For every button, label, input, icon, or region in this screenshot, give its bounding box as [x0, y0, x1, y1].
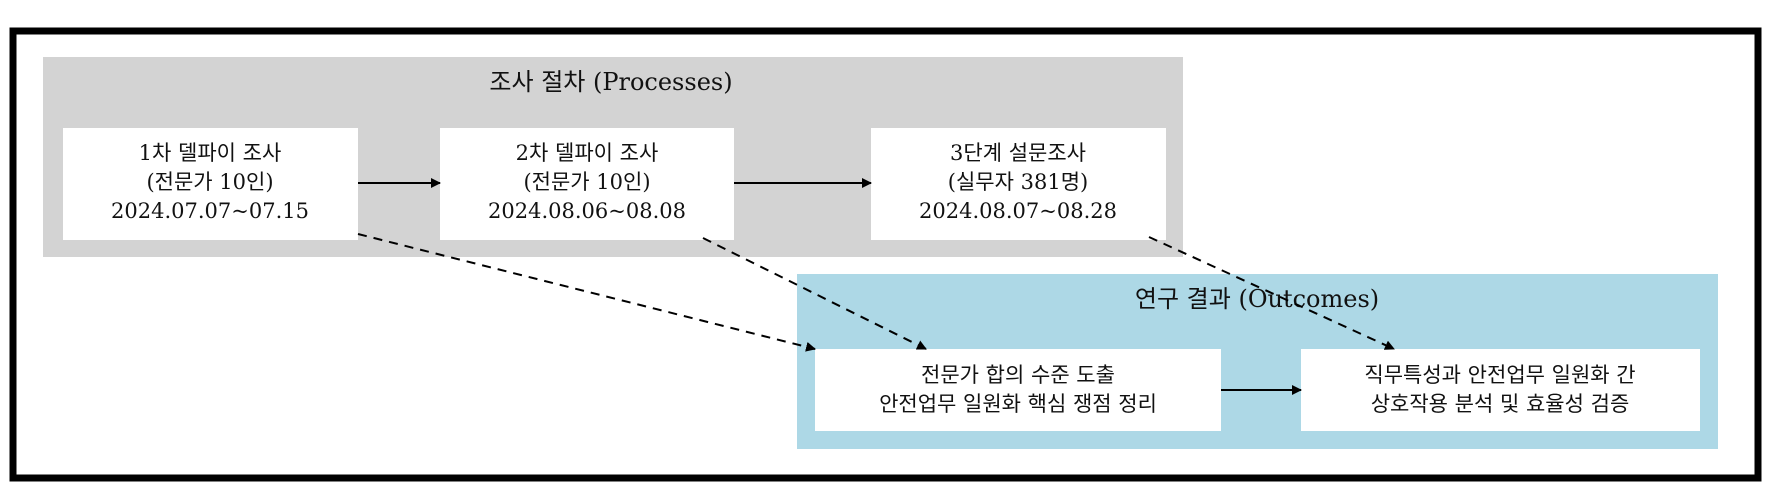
- edge-n1-n4: [357, 233, 816, 352]
- svg-text:2차 델파이 조사: 2차 델파이 조사: [516, 141, 659, 165]
- svg-text:2024.08.06~08.08: 2024.08.06~08.08: [488, 199, 686, 223]
- node-expert-consensus: 전문가 합의 수준 도출 안전업무 일원화 핵심 쟁점 정리: [815, 349, 1221, 431]
- svg-text:(전문가 10인): (전문가 10인): [523, 170, 650, 194]
- svg-text:상호작용 분석 및 효율성 검증: 상호작용 분석 및 효율성 검증: [1371, 392, 1630, 416]
- svg-text:2024.07.07~07.15: 2024.07.07~07.15: [111, 199, 309, 223]
- cluster-processes-title: 조사 절차 (Processes): [489, 68, 732, 96]
- edge-n3-n5: [1148, 236, 1395, 350]
- svg-text:1차 델파이 조사: 1차 델파이 조사: [139, 141, 282, 165]
- node-delphi-1: 1차 델파이 조사 (전문가 10인) 2024.07.07~07.15: [63, 128, 358, 240]
- svg-text:(실무자 381명): (실무자 381명): [948, 170, 1088, 194]
- cluster-outcomes-title: 연구 결과 (Outcomes): [1135, 285, 1379, 313]
- node-interaction-analysis: 직무특성과 안전업무 일원화 간 상호작용 분석 및 효율성 검증: [1301, 349, 1700, 431]
- svg-text:전문가 합의 수준 도출: 전문가 합의 수준 도출: [921, 363, 1115, 387]
- svg-text:안전업무 일원화 핵심 쟁점 정리: 안전업무 일원화 핵심 쟁점 정리: [879, 392, 1157, 416]
- svg-text:직무특성과 안전업무 일원화 간: 직무특성과 안전업무 일원화 간: [1364, 363, 1635, 387]
- svg-text:3단계 설문조사: 3단계 설문조사: [950, 141, 1086, 165]
- node-delphi-2: 2차 델파이 조사 (전문가 10인) 2024.08.06~08.08: [440, 128, 734, 240]
- svg-text:(전문가 10인): (전문가 10인): [146, 170, 273, 194]
- svg-text:2024.08.07~08.28: 2024.08.07~08.28: [919, 199, 1117, 223]
- node-survey-3: 3단계 설문조사 (실무자 381명) 2024.08.07~08.28: [871, 128, 1166, 240]
